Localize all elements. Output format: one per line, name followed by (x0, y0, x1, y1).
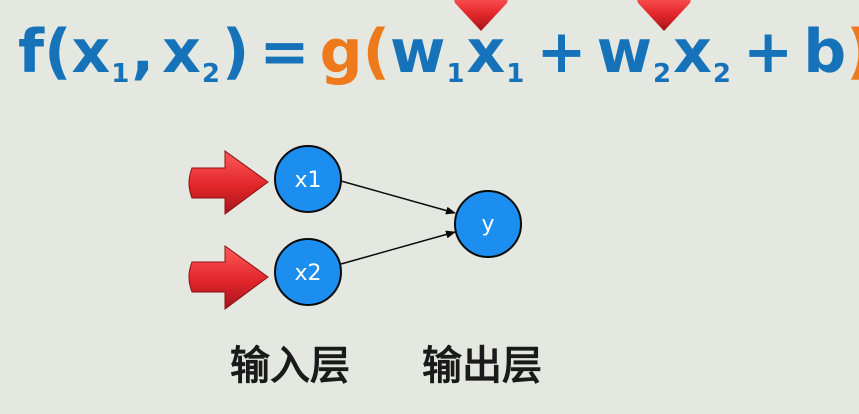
formula-plus: + (742, 17, 794, 87)
formula-lparen: ( (44, 17, 72, 87)
edge-x2-y (340, 230, 456, 265)
formula-g-lparen: ( (362, 17, 390, 87)
formula: f(x1,x2)=g(w1x1+w2x2+b) (18, 22, 859, 87)
formula-x1: x1 (71, 17, 130, 89)
formula-rparen: ) (221, 17, 250, 87)
formula-w2: w2 (596, 17, 672, 89)
formula-g: g (319, 17, 363, 87)
node-y-label: y (481, 212, 494, 237)
node-x2: x2 (274, 238, 342, 306)
red-arrow-icon (188, 150, 269, 215)
heart-icon (637, 0, 691, 31)
formula-b: b (803, 17, 847, 87)
layer-labels: 输入层 输出层 (0, 346, 859, 396)
formula-g-rparen: ) (846, 22, 859, 82)
node-x1: x1 (274, 145, 342, 213)
node-y: y (454, 190, 522, 258)
output-layer-label: 输出层 (422, 343, 542, 389)
formula-w1: w1 (390, 17, 465, 89)
node-x2-label: x2 (294, 261, 321, 286)
formula-f: f (18, 17, 45, 87)
input-layer-label: 输入层 (230, 343, 350, 389)
formula-comma: , (131, 17, 155, 87)
red-arrow-icon (188, 245, 269, 310)
heart-icon (454, 0, 508, 31)
formula-x1-term: x1 (466, 17, 525, 89)
formula-x2: x2 (162, 17, 220, 89)
formula-x2-term: x2 (673, 17, 731, 89)
formula-plus: + (536, 17, 587, 87)
node-x1-label: x1 (294, 168, 321, 193)
formula-equals: = (259, 17, 310, 87)
edge-x1-y (340, 180, 456, 215)
